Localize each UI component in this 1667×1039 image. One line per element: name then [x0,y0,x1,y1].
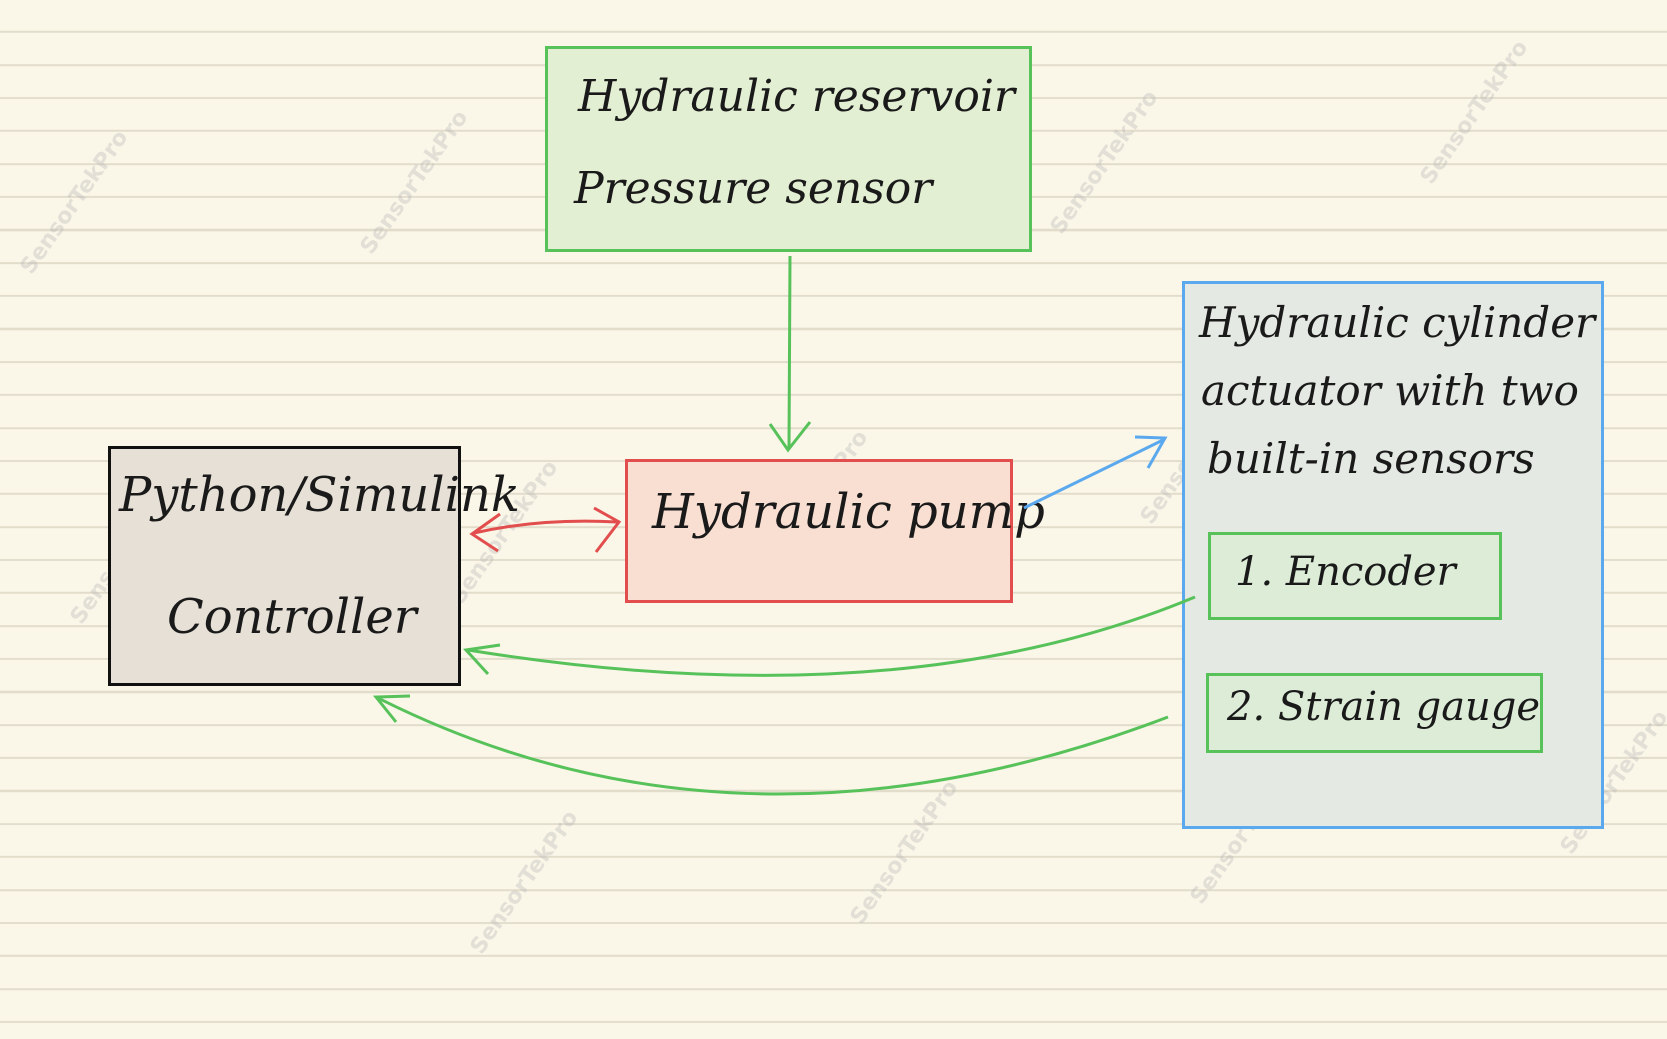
pump-node: Hydraulic pump [625,459,1045,603]
reservoir-to-pump-arrowhead [768,421,812,453]
strain-to-controller-arrow [377,696,1169,796]
encoder-to-controller-arrow [467,595,1196,677]
reservoir-label: Hydraulic reservoir [578,71,1015,122]
pump-to-cylinder-arrow [1023,438,1164,510]
encoder-label: 1. Encoder [1235,549,1456,595]
cylinder-line-2: actuator with two [1201,366,1579,415]
cylinder-title: Hydraulic cylinder [1199,298,1596,347]
controller-subtitle: Controller [167,589,417,645]
pressure-sensor-label: Pressure sensor [574,163,933,214]
controller-pump-arrowhead-left [469,512,501,553]
reservoir-to-pump-arrow [787,255,792,449]
pump-to-cylinder-arrowhead [1134,435,1168,469]
encoder-node: 1. Encoder [1208,532,1502,620]
cylinder-line-3: built-in sensors [1207,434,1535,483]
controller-pump-arrowhead-right [593,506,622,553]
controller-pump-arrow [473,519,618,535]
reservoir-node: Hydraulic reservoir Pressure sensor [545,46,1032,252]
strain-gauge-label: 2. Strain gauge [1227,684,1541,730]
controller-title: Python/Simulink [119,467,520,523]
controller-node: Python/Simulink Controller [108,446,520,686]
strain-gauge-node: 2. Strain gauge [1206,673,1543,753]
strain-to-controller-arrowhead [372,694,411,723]
encoder-to-controller-arrowhead [462,643,501,676]
pump-label: Hydraulic pump [652,484,1045,540]
